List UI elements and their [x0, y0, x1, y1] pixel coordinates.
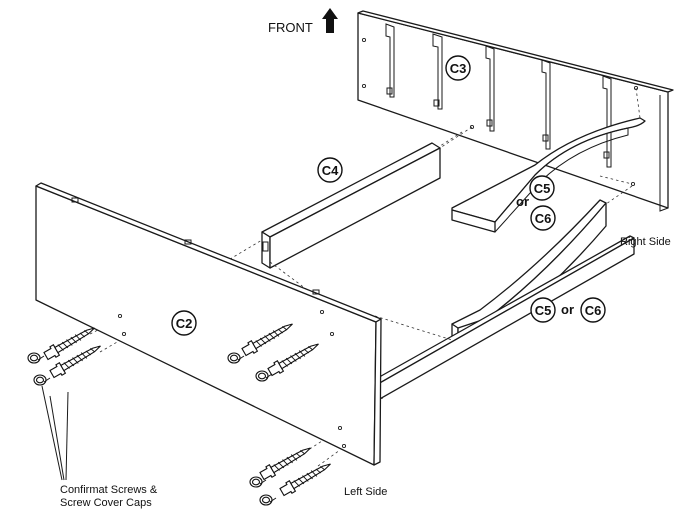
callout-c6-top: C6 [530, 205, 556, 231]
hardware-leader-lines [41, 385, 69, 481]
svg-text:C2: C2 [176, 316, 193, 331]
hardware-left-group [27, 322, 105, 386]
rail-c4 [261, 142, 441, 269]
left-side-caption: Left Side [344, 486, 387, 498]
svg-text:C6: C6 [585, 303, 602, 318]
svg-text:C3: C3 [450, 61, 467, 76]
back-panel-c3 [357, 10, 674, 212]
screw-cover-cap-icon [259, 494, 277, 506]
callout-c3: C3 [445, 55, 471, 81]
screw-cover-cap-icon [27, 352, 45, 364]
svg-text:C5: C5 [534, 181, 551, 196]
hardware-bottom-group [249, 442, 335, 506]
callout-c5-bottom: C5 [530, 297, 556, 323]
drawer-side-top [451, 117, 646, 233]
callout-c2: C2 [171, 310, 197, 336]
arrow-up-icon [322, 8, 338, 33]
screw-cover-cap-icon [33, 374, 51, 386]
svg-text:C5: C5 [535, 303, 552, 318]
or-label-top: or [516, 194, 529, 209]
svg-text:C4: C4 [322, 163, 339, 178]
svg-text:C6: C6 [535, 211, 552, 226]
right-side-caption: Right Side [620, 236, 671, 248]
back-panel-brackets [385, 23, 612, 168]
callout-c6-bottom: C6 [580, 297, 606, 323]
or-label-bottom: or [561, 302, 574, 317]
side-panel-c2 [35, 182, 382, 466]
hardware-caption-line2: Screw Cover Caps [60, 497, 152, 509]
hardware-caption-line1: Confirmat Screws & [60, 484, 158, 496]
front-label: FRONT [268, 20, 313, 35]
callout-c5-top: C5 [529, 175, 555, 201]
callout-c4: C4 [317, 157, 343, 183]
